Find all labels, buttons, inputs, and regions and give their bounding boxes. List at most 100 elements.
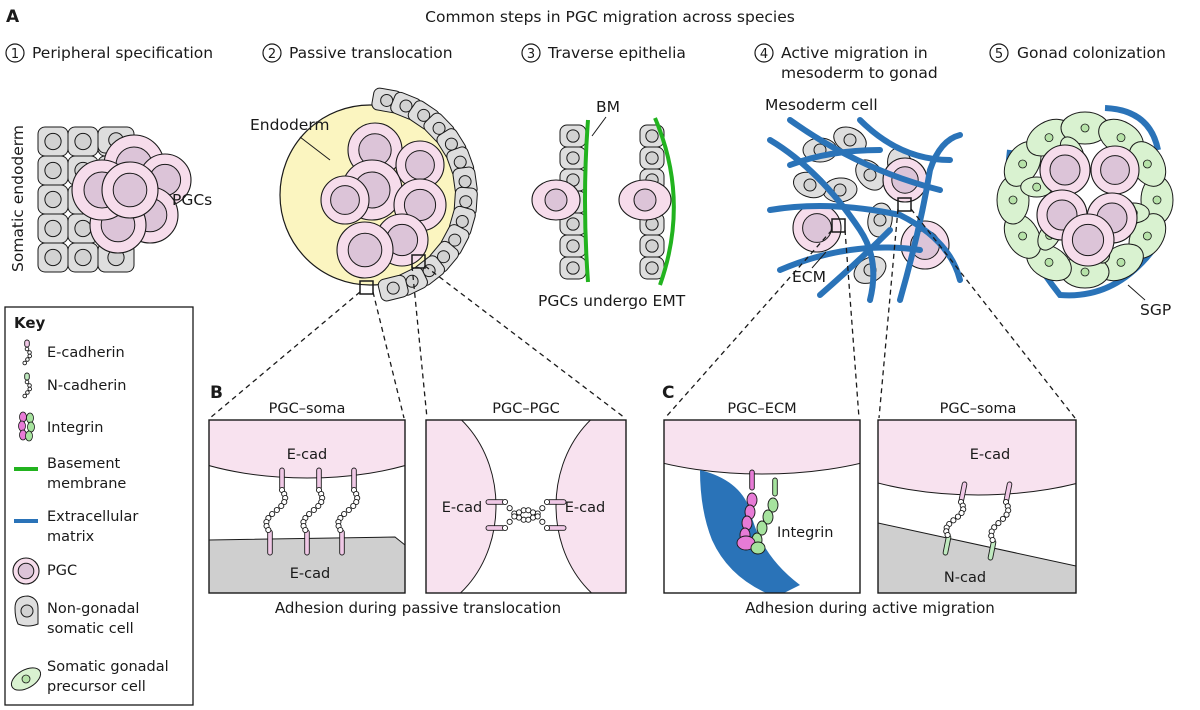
somatic-nucleus (645, 129, 659, 143)
step-1-illustration: Somatic endoderm PGCs (9, 125, 212, 273)
cadherin-domain (269, 510, 276, 518)
box-c1-integrin-label: Integrin (777, 525, 833, 541)
cadherin-domain (25, 390, 30, 395)
sgp-nucleus (1116, 257, 1126, 267)
cadherin-domain (318, 498, 325, 506)
step-4-heading: 4 Active migration in mesoderm to gonad (754, 43, 938, 82)
pgc-nucleus (405, 150, 435, 180)
b1-ecadherin-molecules (263, 467, 361, 556)
somatic-nucleus (44, 248, 62, 267)
cadherin-domain (543, 524, 551, 532)
ecm-fiber (817, 227, 893, 298)
sgp-nucleus (1080, 123, 1090, 133)
step-2-somatic-rim (371, 87, 478, 302)
somatic-nucleus (566, 217, 580, 231)
cadherin-domain (22, 393, 27, 399)
box-c1-content (664, 420, 860, 593)
step-2-label: Passive translocation (289, 44, 453, 62)
somatic-endoderm-label: Somatic endoderm (9, 125, 27, 272)
somatic-nucleus (459, 195, 473, 209)
integrin-beta-domain (25, 430, 33, 442)
cadherin-tail (772, 477, 778, 497)
box-b2-content (426, 420, 626, 593)
sgp-nucleus (1116, 133, 1126, 143)
panel-b-caption: Adhesion during passive translocation (275, 599, 561, 617)
key-icons (10, 339, 42, 691)
cadherin-domain (353, 498, 360, 506)
sgp-nucleus (1142, 159, 1152, 169)
sgp-nucleus (1080, 267, 1090, 277)
step-3-heading: 3 Traverse epithelia (521, 43, 686, 63)
cadherin-domain (278, 502, 285, 510)
somatic-nucleus (74, 132, 92, 151)
box-b1-top-label: E-cad (287, 447, 327, 463)
mesoderm-and-ecm (767, 117, 963, 303)
integrin-beta-domain (756, 520, 768, 536)
box-b1-frame (208, 419, 406, 594)
cadherin-domain (273, 506, 280, 514)
step-2-pgc-cluster (320, 122, 447, 279)
somatic-nucleus (448, 233, 462, 247)
sgp-nucleus (1032, 182, 1042, 192)
key-basement-label-line2: membrane (47, 476, 126, 492)
cadherin-tail (339, 529, 345, 556)
panel-a-letter: A (6, 7, 20, 27)
pgc-nucleus (802, 213, 832, 243)
sgp-nucleus (1044, 133, 1054, 143)
panel-c-letter: C (662, 383, 674, 403)
step-4-label-line2: mesoderm to gonad (781, 64, 938, 82)
panel-b-letter: B (210, 383, 223, 403)
cadherin-domain (341, 510, 348, 518)
pgc-nucleus (347, 232, 383, 268)
cadherin-domain (511, 513, 518, 520)
integrin-molecule (736, 469, 779, 555)
step-3-number: 3 (527, 47, 535, 62)
step-1-label: Peripheral specification (32, 44, 213, 62)
somatic-nucleus (437, 250, 451, 264)
box-b1-bottom-label: E-cad (290, 566, 330, 582)
somatic-nucleus (44, 219, 62, 238)
cadherin-domain (950, 517, 957, 524)
step-2-number: 2 (268, 47, 276, 62)
somatic-nucleus (44, 190, 62, 209)
box-c2-content (878, 420, 1076, 593)
step-5-number: 5 (995, 47, 1003, 62)
box-c2-bottom-label: N-cad (944, 570, 986, 586)
key-nongonadal-label-line2: somatic cell (47, 621, 134, 637)
somatic-nucleus (453, 155, 467, 169)
zoom-box-pgc-pgc (411, 254, 426, 269)
pgc-nucleus (112, 172, 148, 208)
step-2-heading: 2 Passive translocation (262, 43, 453, 63)
endoderm-label: Endoderm (250, 116, 330, 134)
integrin-beta-head (750, 541, 766, 555)
mesoderm-nucleus (833, 183, 847, 197)
somatic-nucleus (74, 248, 92, 267)
step-4-illustration: Mesoderm cell ECM (765, 96, 963, 303)
somatic-nucleus (645, 261, 659, 275)
box-c1-title: PGC–ECM (727, 401, 796, 417)
cadherin-domain (306, 510, 313, 518)
key-nongonadal-label: Non-gonadal (47, 601, 139, 617)
zoom-connector-lines (209, 208, 1076, 419)
cadherin-domain (22, 360, 27, 366)
cadherin-domain (529, 509, 537, 516)
cadherin-tail (351, 467, 357, 491)
step-2-illustration: Endoderm (250, 87, 478, 302)
box-b2-frame (425, 419, 627, 594)
step-3-illustration: BM PGCs undergo EMT (531, 98, 686, 310)
somatic-nucleus (566, 151, 580, 165)
cadherin-domain (539, 505, 546, 512)
somatic-nucleus (444, 137, 458, 151)
key-box (4, 306, 194, 706)
pgc-nucleus (17, 562, 35, 580)
endoderm-pointer (299, 136, 331, 161)
cadherin-domain (350, 502, 357, 510)
cadherin-tail (304, 529, 310, 556)
step-5-label: Gonad colonization (1017, 44, 1166, 62)
epithelium-cells (531, 124, 672, 280)
pgc-nucleus (1071, 223, 1105, 257)
sgp-nucleus (21, 674, 31, 684)
step-1-heading: 1 Peripheral specification (5, 43, 213, 63)
